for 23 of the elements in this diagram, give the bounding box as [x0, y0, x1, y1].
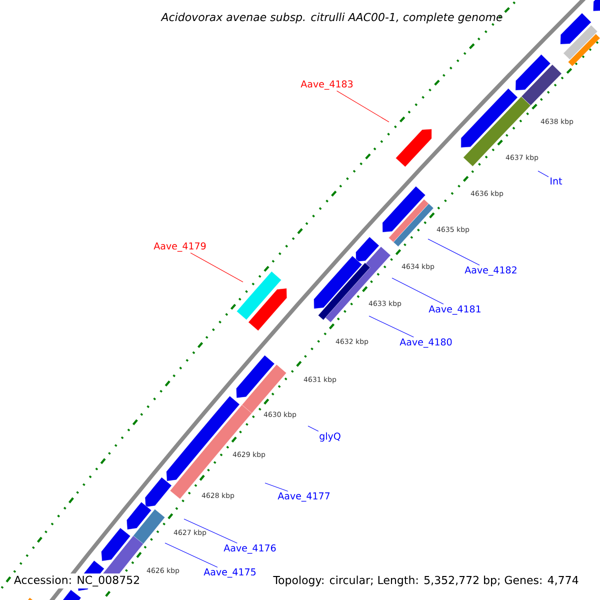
gene-label: Aave_4180 [400, 338, 452, 348]
leader-line [164, 542, 218, 568]
title: Acidovorax avenae subsp. citrulli AAC00-1, complete genome [160, 12, 502, 24]
gene-label: Aave_4175 [204, 568, 256, 578]
gene-label: Aave_4179 [154, 242, 206, 252]
leader-line [184, 518, 238, 544]
leader-line [368, 316, 414, 338]
gene-label: Aave_4182 [464, 266, 516, 276]
gene-label: Aave_4177 [278, 492, 330, 502]
gene-label: Int [550, 178, 562, 184]
leader-line [308, 426, 319, 432]
leader-line [190, 252, 244, 282]
footer-text: Accession: NC_008752 [12, 574, 142, 588]
leader-line [538, 170, 549, 178]
leader-line [336, 90, 390, 122]
leader-line [264, 482, 288, 492]
leader-line [428, 238, 480, 266]
footer-text: Topology: circular; Length: 5,352,772 bp; Genes: 4,774 [271, 574, 581, 588]
gene-label: Aave_4181 [428, 305, 480, 315]
gene-label: glyQ [320, 432, 340, 442]
leader-line [392, 278, 444, 304]
gene-label: Aave_4183 [300, 80, 353, 90]
gene-label: Aave_4176 [224, 544, 276, 554]
